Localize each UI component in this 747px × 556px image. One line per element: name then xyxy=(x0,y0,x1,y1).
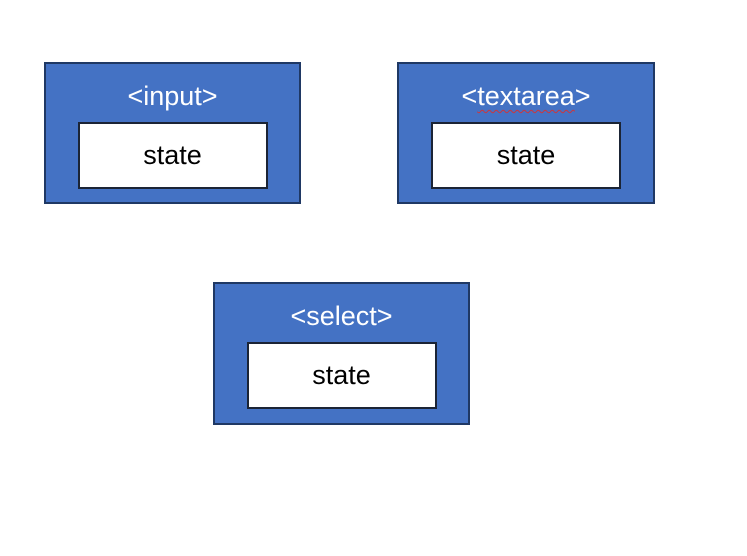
tag-name: textarea xyxy=(477,81,575,111)
tag-open-bracket: < xyxy=(290,301,307,331)
input-tag-label: <input> xyxy=(127,77,217,116)
tag-close-bracket: > xyxy=(376,301,393,331)
tag-open-bracket: < xyxy=(461,81,478,111)
select-tag-box: <select> state xyxy=(213,282,470,425)
tag-open-bracket: < xyxy=(127,81,144,111)
state-label: state xyxy=(143,140,202,170)
input-tag-box: <input> state xyxy=(44,62,301,204)
textarea-tag-box: <textarea> state xyxy=(397,62,655,204)
tag-close-bracket: > xyxy=(201,81,218,111)
select-tag-label: <select> xyxy=(290,297,392,336)
state-label: state xyxy=(496,140,556,170)
textarea-tag-label: <textarea> xyxy=(461,77,590,116)
select-state-box: state xyxy=(246,342,437,409)
tag-name: input xyxy=(143,81,202,111)
input-state-box: state xyxy=(77,122,268,189)
tag-close-bracket: > xyxy=(574,81,591,111)
tag-name: select xyxy=(306,301,377,331)
state-label: state xyxy=(312,360,371,390)
textarea-state-box: state xyxy=(431,122,621,189)
